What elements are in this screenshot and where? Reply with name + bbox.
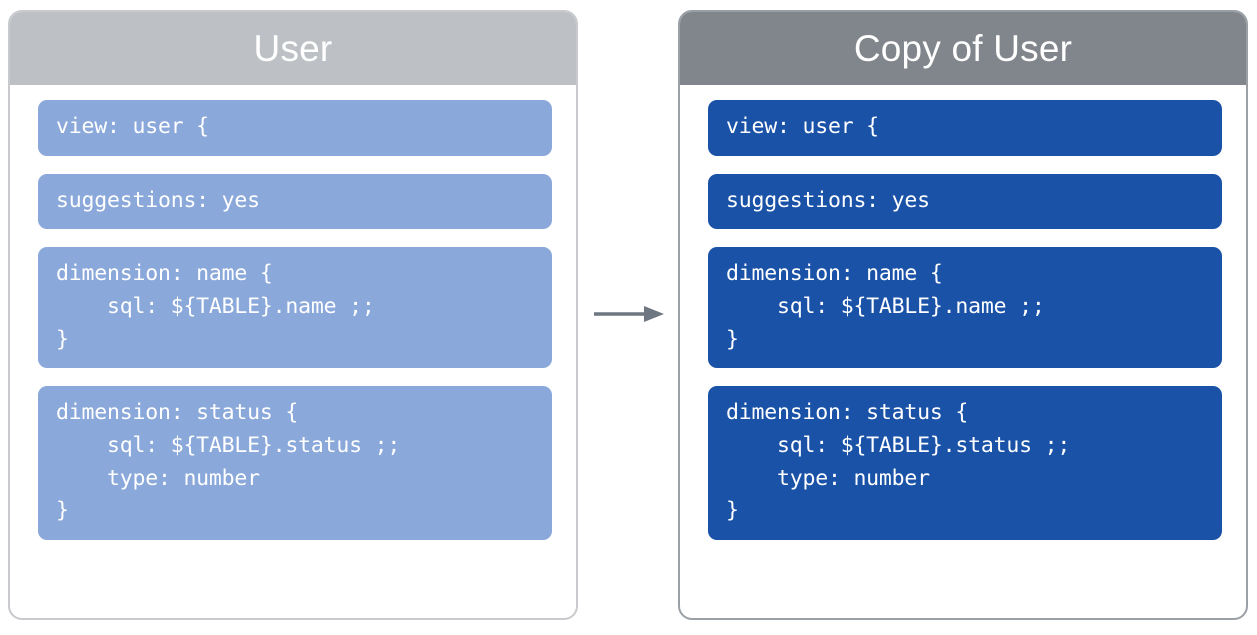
panel-copy-of-user: Copy of User view: user { suggestions: y… <box>678 10 1248 620</box>
panel-body-copy: view: user { suggestions: yes dimension:… <box>680 85 1246 618</box>
code-block-dimension-status: dimension: status { sql: ${TABLE}.status… <box>38 386 552 541</box>
code-block-dimension-status: dimension: status { sql: ${TABLE}.status… <box>708 386 1222 541</box>
panel-source-user: User view: user { suggestions: yes dimen… <box>8 10 578 620</box>
panel-body-source: view: user { suggestions: yes dimension:… <box>10 85 576 618</box>
code-block-view: view: user { <box>38 100 552 156</box>
code-block-view: view: user { <box>708 100 1222 156</box>
code-block-suggestions: suggestions: yes <box>708 173 1222 230</box>
arrow-right-icon <box>594 303 666 325</box>
panel-title-copy: Copy of User <box>680 12 1246 85</box>
code-block-dimension-name: dimension: name { sql: ${TABLE}.name ;; … <box>708 247 1222 369</box>
code-block-dimension-name: dimension: name { sql: ${TABLE}.name ;; … <box>38 247 552 369</box>
panel-title-source: User <box>10 12 576 85</box>
code-block-suggestions: suggestions: yes <box>38 173 552 230</box>
